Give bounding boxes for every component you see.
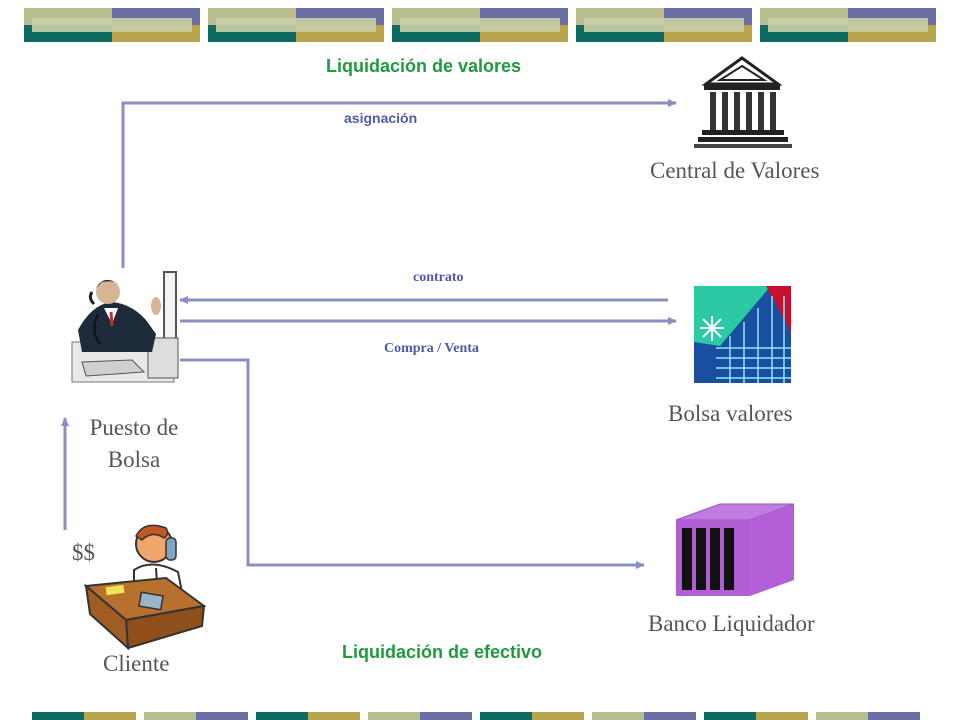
- temple-icon: [694, 56, 792, 148]
- bank-box-icon: [675, 503, 795, 596]
- edge-label-asignacion: asignación: [344, 110, 418, 126]
- node-label-central: Central de Valores: [650, 158, 820, 183]
- edge-label-compra-venta: Compra / Venta: [384, 341, 479, 356]
- node-label-puesto-line2: Bolsa: [107, 447, 161, 472]
- edge-label-money: $$: [72, 540, 95, 565]
- glass-building-icon: [694, 286, 791, 383]
- top-decorative-band: [24, 8, 936, 42]
- client-at-desk-icon: [83, 524, 207, 651]
- edge-label-contrato: contrato: [413, 270, 464, 285]
- diagram-title-efectivo: Liquidación de efectivo: [342, 642, 543, 662]
- arrow-asignacion: [121, 99, 677, 268]
- node-label-puesto: Puesto de Bolsa: [78, 412, 190, 476]
- businessman-phone-icon: [71, 271, 179, 383]
- node-label-puesto-line1: Puesto de: [89, 415, 179, 440]
- node-label-banco: Banco Liquidador: [648, 611, 815, 636]
- diagram-title-valores: Liquidación de valores: [326, 56, 522, 76]
- node-label-bolsa: Bolsa valores: [668, 401, 793, 426]
- arrow-efectivo: [180, 358, 645, 569]
- node-label-cliente: Cliente: [103, 651, 170, 676]
- bottom-decorative-band: [32, 712, 920, 720]
